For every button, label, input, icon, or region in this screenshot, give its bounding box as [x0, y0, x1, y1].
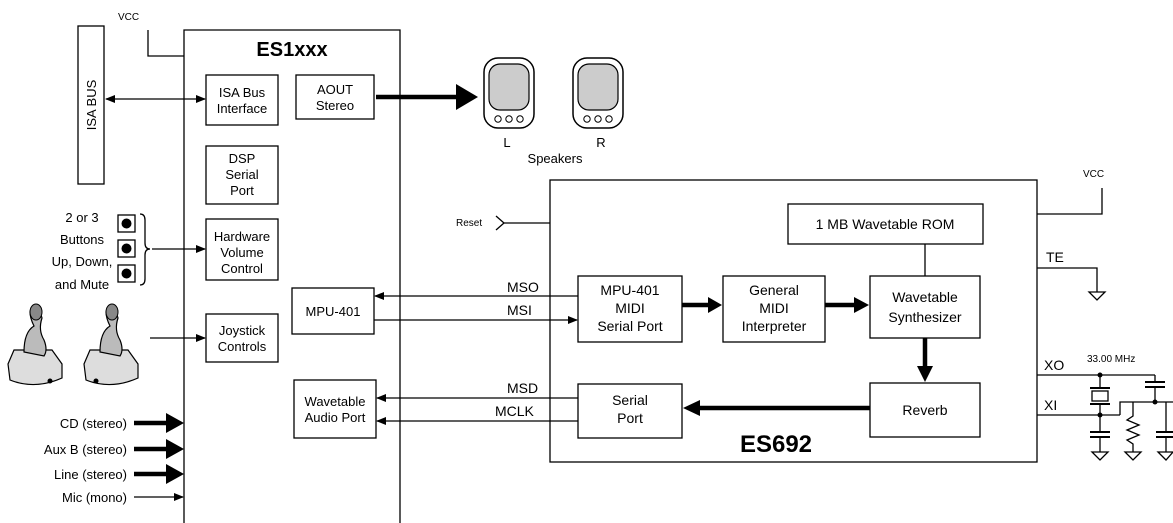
- msd-label: MSD: [507, 380, 538, 396]
- aout-block: [295, 74, 375, 120]
- dsp-label: Serial: [225, 167, 258, 182]
- speaker-right-icon: [572, 57, 624, 129]
- dsp-label: DSP: [229, 151, 256, 166]
- serial-port-label: Serial: [612, 392, 648, 408]
- reverb-to-serial-arrowhead: [683, 400, 700, 416]
- joystick-controls-block: [205, 313, 279, 363]
- wavetable-rom-label: 1 MB Wavetable ROM: [816, 216, 955, 232]
- gm-label: General: [749, 282, 799, 298]
- wavetable-rom-block: [787, 203, 984, 245]
- hw-volume-label: Hardware: [214, 229, 270, 244]
- aout-arrowhead: [456, 84, 478, 110]
- dsp-label: Port: [230, 183, 254, 198]
- es1xxx-title: ES1xxx: [256, 39, 327, 61]
- speaker-right-label: R: [596, 135, 605, 150]
- wavetable-port-label: Wavetable: [305, 394, 366, 409]
- gm-label: Interpreter: [742, 318, 807, 334]
- speaker-left-icon: [483, 57, 535, 129]
- reset-connector: [495, 215, 505, 231]
- hw-volume-block: [205, 218, 279, 281]
- crystal-icon: [1090, 372, 1110, 461]
- synth-label: Wavetable: [892, 289, 958, 305]
- reverb-label: Reverb: [902, 402, 947, 418]
- msi-label: MSI: [507, 302, 532, 318]
- dsp-serial-block: [205, 145, 279, 205]
- synth-to-reverb-arrowhead: [917, 366, 933, 382]
- midi-serial-label: Serial Port: [597, 318, 662, 334]
- buttons-label: Up, Down,: [52, 254, 113, 269]
- button-up-icon: [117, 214, 136, 233]
- buttons-brace: [139, 213, 151, 286]
- vcc-right-wire: [1037, 188, 1103, 215]
- vcc-right-label: VCC: [1083, 169, 1104, 180]
- isa-interface-block: [205, 74, 279, 126]
- isa-bus-label: ISA BUS: [84, 79, 99, 130]
- joystick-label: Joystick: [219, 323, 266, 338]
- input-aux-arrowhead: [166, 439, 184, 459]
- input-aux-label: Aux B (stereo): [44, 442, 127, 457]
- crystal-frequency-label: 33.00 MHz: [1087, 354, 1135, 365]
- input-cd-arrowhead: [166, 413, 184, 433]
- es692-serial-port-block: [577, 383, 683, 439]
- button-down-icon: [117, 239, 136, 258]
- isa-interface-label: Interface: [217, 101, 268, 116]
- synth-block: [869, 275, 981, 339]
- hw-volume-label: Volume: [220, 245, 263, 260]
- mpu401-block: [291, 287, 375, 335]
- isa-bus-block: [77, 25, 105, 185]
- gm-to-synth-arrowhead: [854, 297, 869, 313]
- vcc-top-wire: [147, 30, 184, 57]
- buttons-label: and Mute: [55, 277, 109, 292]
- es1xxx-chip: [183, 29, 401, 523]
- speakers-label: Speakers: [528, 151, 583, 166]
- mso-label: MSO: [507, 279, 539, 295]
- te-label: TE: [1046, 249, 1064, 265]
- es692-chip: [549, 179, 1038, 463]
- gm-label: MIDI: [759, 300, 789, 316]
- te-ground-icon: [1087, 291, 1107, 301]
- midi-serial-port-block: [577, 275, 683, 343]
- input-line-arrowhead: [166, 464, 184, 484]
- xo-label: XO: [1044, 357, 1064, 373]
- synth-label: Synthesizer: [888, 309, 961, 325]
- wavetable-port-label: Audio Port: [305, 410, 366, 425]
- xi-label: XI: [1044, 397, 1057, 413]
- mclk-label: MCLK: [495, 403, 535, 419]
- input-cd-label: CD (stereo): [60, 416, 127, 431]
- gm-interpreter-block: [722, 275, 826, 343]
- midi-serial-label: MIDI: [615, 300, 645, 316]
- serial-port-label: Port: [617, 410, 643, 426]
- reset-label: Reset: [456, 218, 482, 229]
- joystick-right-icon: [83, 303, 139, 386]
- midi-serial-label: MPU-401: [600, 282, 659, 298]
- vcc-top-label: VCC: [118, 12, 139, 23]
- hw-volume-label: Control: [221, 261, 263, 276]
- es692-title: ES692: [740, 431, 812, 458]
- midi-to-gm-arrowhead: [708, 297, 722, 313]
- wavetable-port-block: [293, 379, 377, 439]
- button-mute-icon: [117, 264, 136, 283]
- buttons-label: Buttons: [60, 232, 105, 247]
- input-line-label: Line (stereo): [54, 467, 127, 482]
- input-mic-label: Mic (mono): [62, 490, 127, 505]
- isa-interface-label: ISA Bus: [219, 85, 266, 100]
- buttons-label: 2 or 3: [65, 210, 98, 225]
- te-wire: [1037, 267, 1098, 292]
- joystick-left-icon: [7, 303, 63, 386]
- speaker-left-label: L: [503, 135, 510, 150]
- aout-label: Stereo: [316, 98, 354, 113]
- aout-label: AOUT: [317, 82, 353, 97]
- load-network-icon: [1119, 375, 1173, 461]
- mpu401-label: MPU-401: [306, 304, 361, 319]
- joystick-label: Controls: [218, 339, 267, 354]
